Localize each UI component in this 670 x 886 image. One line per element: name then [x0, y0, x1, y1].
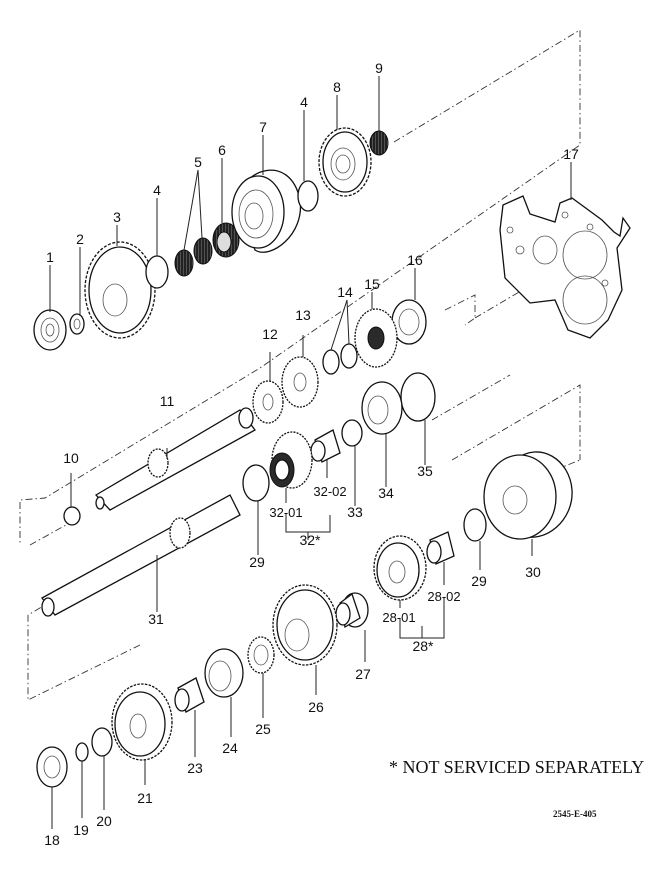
part-15-gear: [354, 308, 398, 368]
callout-8: 8: [333, 79, 341, 95]
part-28-02-bushing: [426, 531, 455, 565]
callout-33: 33: [347, 504, 363, 520]
part-28-01-gear: [373, 535, 427, 601]
callout-3: 3: [113, 209, 121, 225]
callout-4-lower: 4: [153, 182, 161, 198]
callout-9: 9: [375, 60, 383, 76]
part-8-gear: [318, 127, 372, 197]
callout-32-02: 32-02: [313, 484, 346, 499]
part-13-gear: [281, 356, 319, 408]
callout-28: 28*: [412, 638, 434, 654]
callout-1: 1: [46, 249, 54, 265]
part-23-bushing: [174, 677, 205, 713]
callout-29-left: 29: [249, 554, 265, 570]
callout-5: 5: [194, 154, 202, 170]
part-26-gear: [272, 584, 338, 666]
part-29-snap-ring-lower: [463, 508, 487, 542]
part-32-01-gear: [269, 431, 313, 489]
part-18-bearing: [36, 746, 68, 788]
part-4-snap-ring: [145, 255, 169, 289]
part-33-washer: [341, 419, 363, 447]
part-30-cover: [483, 451, 573, 540]
part-27-flanged-bushing: [335, 592, 369, 629]
callout-32-01: 32-01: [269, 505, 302, 520]
part-25-hub: [247, 636, 275, 674]
part-1-bearing: [33, 309, 67, 351]
part-3-gear: [84, 241, 156, 339]
callout-6: 6: [218, 142, 226, 158]
callout-28-01: 28-01: [382, 610, 415, 625]
part-9-needle-bearing: [369, 130, 389, 156]
callout-24: 24: [222, 740, 238, 756]
part-24-sleeve: [204, 648, 244, 698]
callout-10: 10: [63, 450, 79, 466]
part-35-snap-ring: [400, 372, 436, 422]
part-32-02-bushing: [310, 429, 341, 463]
part-17-housing: [499, 195, 631, 339]
part-4-snap-ring-upper: [297, 180, 319, 212]
callout-35: 35: [417, 463, 433, 479]
callout-12: 12: [262, 326, 278, 342]
callout-7: 7: [259, 119, 267, 135]
part-34-bearing: [361, 381, 403, 435]
part-5-roller-bearings: [174, 237, 213, 277]
callout-19: 19: [73, 822, 89, 838]
callout-labels: 1 2 3 4 5 6 7 4 8 9 17 16 15 14 13 12 11…: [44, 60, 579, 848]
callout-26: 26: [308, 699, 324, 715]
leader-lines: [49, 76, 572, 829]
callout-4-upper: 4: [300, 94, 308, 110]
part-19-ring: [75, 742, 89, 762]
part-31-main-shaft: [41, 494, 241, 617]
callout-16: 16: [407, 252, 423, 268]
callout-32: 32*: [299, 532, 321, 548]
drawing-number: 2545-E-405: [553, 809, 597, 819]
part-11-shaft: [94, 407, 256, 511]
callout-17: 17: [563, 146, 579, 162]
callout-29-right: 29: [471, 573, 487, 589]
callout-23: 23: [187, 760, 203, 776]
callout-34: 34: [378, 485, 394, 501]
callout-27: 27: [355, 666, 371, 682]
callout-14: 14: [337, 284, 353, 300]
part-7-synchronizer: [231, 169, 302, 253]
callout-11: 11: [160, 393, 175, 409]
part-29-snap-ring: [242, 464, 270, 502]
part-14-rings: [322, 343, 358, 375]
callout-2: 2: [76, 231, 84, 247]
part-10-seal: [63, 506, 81, 526]
part-2-bushing: [69, 313, 85, 335]
part-20-washer: [91, 727, 113, 757]
callout-13: 13: [295, 307, 311, 323]
callout-25: 25: [255, 721, 271, 737]
not-serviced-note: * NOT SERVICED SEPARATELY: [389, 757, 645, 777]
callout-21: 21: [137, 790, 153, 806]
part-12-gear: [252, 380, 284, 424]
callout-15: 15: [364, 276, 380, 292]
callout-31: 31: [148, 611, 164, 627]
part-21-gear: [111, 683, 173, 761]
part-6-needle-bearing: [212, 222, 240, 258]
callout-28-02: 28-02: [427, 589, 460, 604]
callout-20: 20: [96, 813, 112, 829]
callout-18: 18: [44, 832, 60, 848]
callout-30: 30: [525, 564, 541, 580]
